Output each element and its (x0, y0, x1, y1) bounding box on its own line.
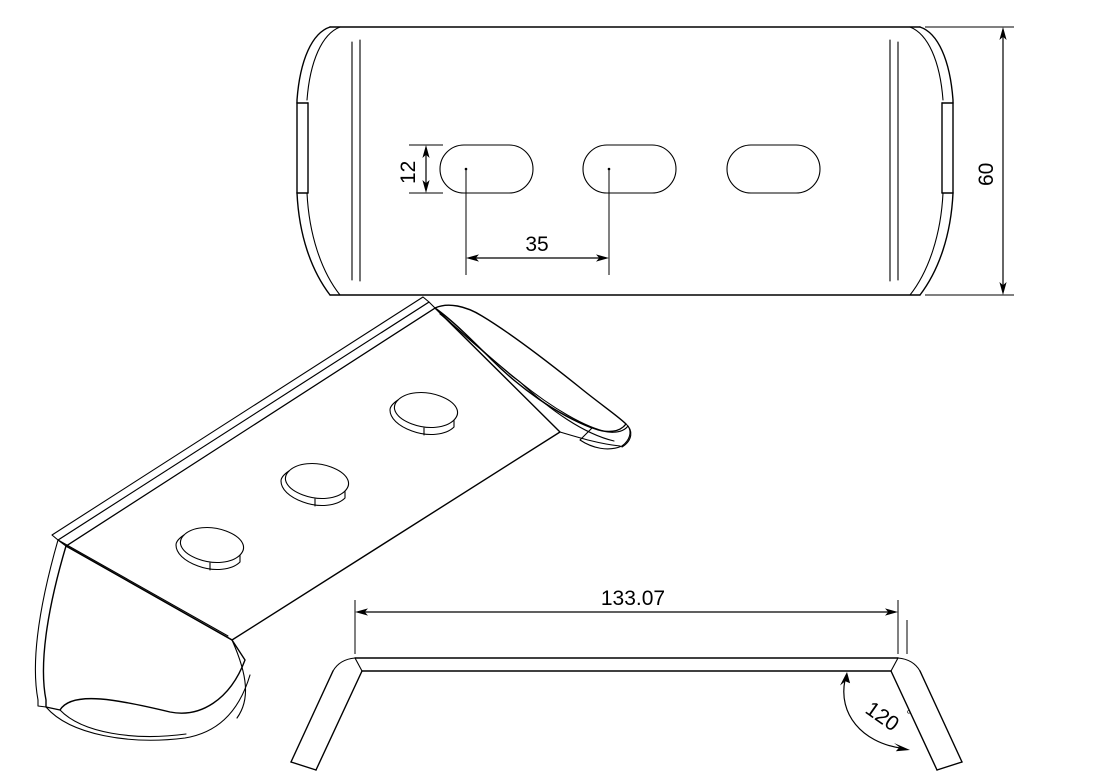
dimension-bend-angle: 120 ° (840, 620, 913, 752)
profile-left-leg-inner (315, 670, 363, 771)
overall-length-arrow-right (885, 608, 898, 616)
overall-length-arrow-left (355, 608, 368, 616)
top-view-left-end-outer-curve-lower (296, 192, 331, 296)
profile-right-leg-crease (890, 657, 899, 672)
top-view-right-end-outer-curve (919, 26, 954, 104)
iso-web-near-fold-line-2 (65, 545, 233, 641)
profile-right-leg-inner (890, 670, 938, 771)
iso-right-flange-lower-edge (559, 431, 621, 447)
iso-right-flange-tip-cap (621, 423, 632, 448)
oblong-slot-iso-depth (280, 480, 346, 507)
profile-left-bend-arc (332, 657, 356, 672)
profile-left-leg-outer (290, 670, 334, 763)
iso-right-flange-lower-edge-2 (519, 381, 615, 442)
iso-left-end-lower-curve-outer (59, 709, 187, 737)
oblong-slot-iso-depth-left (175, 534, 185, 546)
dimension-overall-width: 60 (925, 26, 1014, 296)
oblong-slot-iso-depth-left (280, 470, 290, 482)
iso-slots (175, 391, 458, 571)
oblong-slot-iso-depth (175, 544, 241, 571)
slot-pitch-arrow-left (466, 254, 479, 262)
slot-height-label: 12 (397, 161, 420, 184)
bend-angle-label: 120 (861, 697, 903, 736)
iso-left-curved-end (42, 545, 246, 714)
oblong-slot (439, 144, 534, 194)
profile-right-leg-end-cap (936, 761, 963, 771)
slot-pitch-label: 35 (525, 233, 548, 256)
oblong-slot (726, 144, 821, 194)
bend-angle-arrow-start (840, 672, 851, 686)
iso-left-end-tip (231, 639, 247, 719)
bend-angle-arrow-end (894, 743, 910, 752)
top-view-right-end-inner-curve (909, 26, 944, 101)
overall-width-arrow-bottom (999, 282, 1007, 295)
iso-left-end-band (37, 699, 47, 708)
dimension-overall-length: 133.07 (354, 587, 899, 654)
iso-right-flange-bend-line (511, 375, 521, 383)
iso-rear-flange-face (51, 296, 430, 541)
slot-height-arrow-bottom (422, 180, 430, 193)
isometric-view (34, 296, 632, 741)
top-view-right-end-outer-curve-lower (919, 192, 954, 296)
profile-left-leg-crease (354, 657, 363, 672)
slot-height-arrow-top (422, 145, 430, 158)
iso-right-flange-side-wall (579, 425, 631, 450)
overall-length-label: 133.07 (601, 587, 665, 610)
overall-width-arrow-top (999, 27, 1007, 40)
profile-right-bend-arc (897, 657, 921, 672)
slot-pitch-arrow-right (596, 254, 609, 262)
bend-angle-arc (843, 679, 901, 749)
top-view-right-end-inner-curve-lower (909, 192, 944, 296)
front-profile-view: 133.07 120 ° (290, 587, 963, 771)
oblong-slot (582, 144, 677, 194)
top-view-left-end-outer-curve (296, 26, 331, 104)
profile-right-leg-outer (919, 670, 963, 763)
profile-left-leg-end-cap (290, 761, 317, 771)
top-view-left-end-inner-curve (306, 26, 341, 101)
top-view: 12 35 60 (296, 26, 1014, 296)
iso-web-near-fold-line (57, 539, 229, 637)
dimension-slot-pitch: 35 (465, 169, 610, 275)
iso-left-end-lower-curve (45, 674, 251, 741)
top-view-left-end-inner-curve-lower (306, 192, 341, 296)
overall-width-label: 60 (975, 163, 998, 186)
dimension-slot-height: 12 (397, 144, 443, 194)
oblong-slot-iso-depth-left (389, 399, 399, 411)
oblong-slot-iso-depth (389, 409, 455, 436)
iso-left-end-inner-curve (34, 539, 59, 701)
top-view-slots (439, 144, 821, 194)
